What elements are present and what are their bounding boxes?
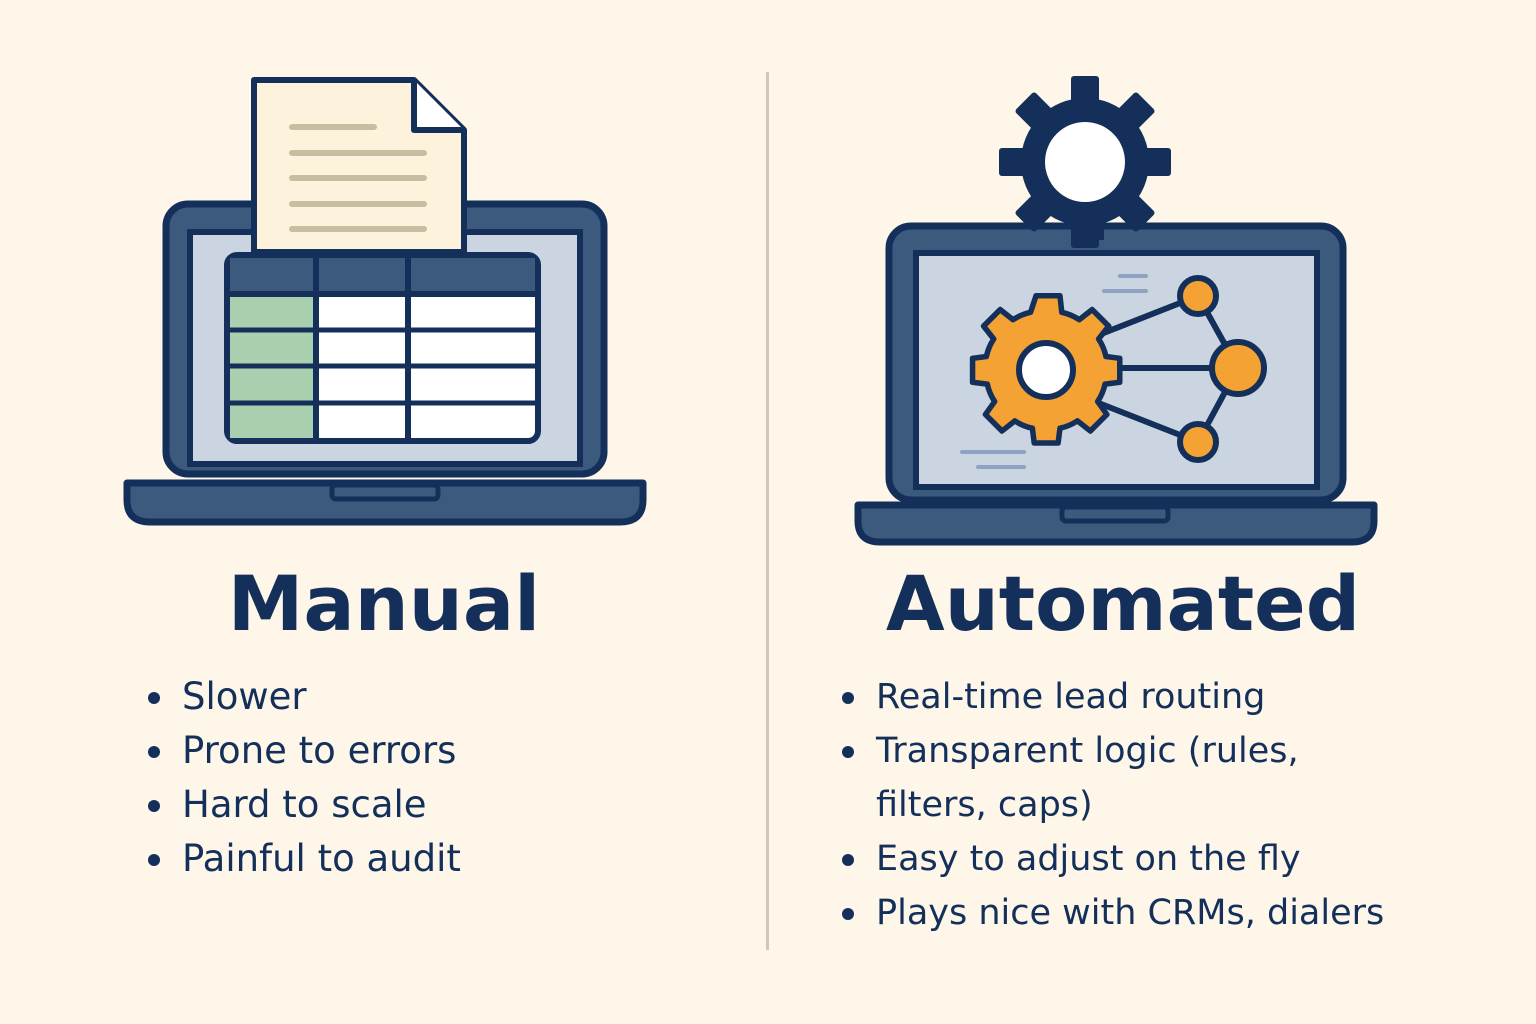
manual-bullet-list: Slower Prone to errors Hard to scale Pai… <box>148 670 461 886</box>
manual-bullet-item: Slower <box>148 670 461 724</box>
manual-title: Manual <box>227 559 541 648</box>
document-icon <box>251 77 467 255</box>
gear-icon <box>999 76 1171 248</box>
automated-bullet-continuation: filters, caps) <box>876 785 1093 825</box>
manual-bullet-item: Hard to scale <box>148 778 461 832</box>
automated-bullet-item: Easy to adjust on the fly <box>842 832 1384 886</box>
automated-title: Automated <box>885 559 1361 648</box>
center-divider <box>766 72 769 950</box>
automated-bullet-item: Real-time lead routing <box>842 670 1384 724</box>
spreadsheet-icon <box>224 252 541 444</box>
automated-bullet-list: Real-time lead routing Transparent logic… <box>842 670 1384 940</box>
automated-bullet-item: Transparent logic (rules, <box>842 724 1384 778</box>
automated-bullet-item: Plays nice with CRMs, dialers <box>842 886 1384 940</box>
manual-bullet-item: Prone to errors <box>148 724 461 778</box>
network-nodes-icon <box>969 275 1267 463</box>
manual-illustration <box>123 77 647 526</box>
manual-bullet-item: Painful to audit <box>148 832 461 886</box>
automated-illustration <box>854 76 1378 546</box>
